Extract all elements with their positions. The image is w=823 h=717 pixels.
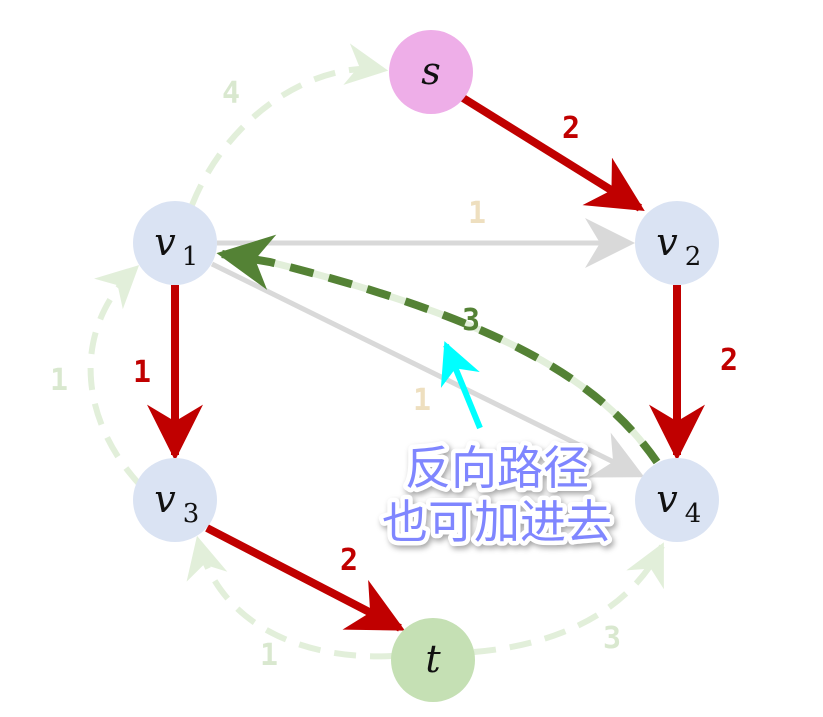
edge-v4-v1 — [216, 234, 661, 465]
reverse-faint-edges — [87, 43, 665, 660]
node-v1-label: v — [154, 220, 176, 264]
node-v3-label: v — [154, 477, 176, 521]
edge-t-v3 — [186, 535, 393, 660]
node-v3-subscript: 3 — [183, 499, 200, 529]
node-t-label: t — [425, 637, 441, 681]
node-s-label: s — [421, 49, 441, 93]
weight-v1-v2: 1 — [468, 196, 486, 231]
edge-v3-t — [205, 524, 405, 632]
weight-t-v3: 1 — [260, 638, 278, 673]
residual-gray-edges — [210, 218, 645, 478]
node-s: s — [389, 30, 473, 114]
reverse-highlight-edge — [216, 234, 661, 465]
flow-edges — [147, 94, 705, 632]
weight-v2-v4: 2 — [720, 343, 738, 378]
node-v1-subscript: 1 — [182, 242, 199, 272]
weight-v1-v3: 1 — [133, 355, 151, 390]
node-v2: v 2 — [635, 201, 719, 285]
node-v3: v 3 — [133, 458, 217, 542]
node-v1: v 1 — [133, 201, 217, 285]
edge-s-v2 — [460, 94, 645, 212]
edge-t-v4 — [473, 542, 665, 655]
node-v4-label: v — [656, 477, 678, 521]
edge-v1-v4 — [210, 261, 645, 478]
annotation-line-1: 反向路径 — [405, 441, 589, 495]
node-v2-label: v — [656, 220, 678, 264]
weight-v3-t: 2 — [340, 543, 358, 578]
annotation: 反向路径 也可加进去 — [378, 437, 617, 554]
weight-labels: 4 2 1 3 2 1 1 1 2 1 3 — [50, 76, 738, 673]
edge-v1-s — [189, 43, 389, 207]
weight-s-v2: 2 — [562, 111, 580, 146]
edge-v3-v1 — [87, 265, 143, 488]
node-v4-subscript: 4 — [685, 499, 702, 529]
weight-t-v4: 3 — [603, 621, 621, 656]
node-v4: v 4 — [635, 458, 719, 542]
node-t: t — [391, 618, 475, 702]
node-v2-subscript: 2 — [685, 242, 702, 272]
annotation-line-2: 也可加进去 — [382, 495, 612, 549]
weight-v3-v1: 1 — [50, 363, 68, 398]
weight-v1-s: 4 — [222, 76, 240, 111]
weight-v1-v4: 1 — [413, 383, 431, 418]
weight-v4-v1: 3 — [462, 303, 480, 338]
pointer-arrow — [440, 341, 483, 430]
